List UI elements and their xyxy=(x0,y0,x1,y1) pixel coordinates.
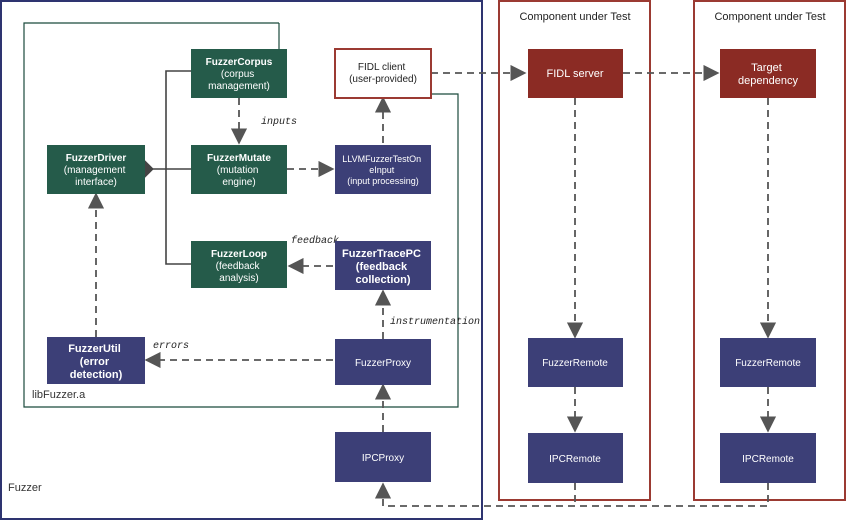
box-fuzzer-corpus: FuzzerCorpus (corpus management) xyxy=(191,49,287,98)
svg-text:FuzzerTracePC (feedback: FuzzerTracePC (feedback collection) xyxy=(342,248,424,286)
box-line: management) xyxy=(208,81,270,92)
box-line: FuzzerMutate xyxy=(207,153,271,164)
box-line: LLVMFuzzerTestOn xyxy=(342,154,421,164)
fuzzer-frame xyxy=(0,0,483,520)
box-line: Target xyxy=(751,62,782,74)
edge-label-errors: errors xyxy=(153,341,189,352)
box-line: (feedback xyxy=(216,261,261,272)
box-ipc-remote-1: IPCRemote xyxy=(528,433,623,483)
box-line: (management xyxy=(64,165,126,176)
svg-text:FuzzerRemote: FuzzerRemote xyxy=(735,358,801,369)
box-ipc-remote-2: IPCRemote xyxy=(720,433,816,483)
box-line: IPCProxy xyxy=(362,453,404,464)
fuzzer-label: Fuzzer xyxy=(8,482,42,494)
box-line: FuzzerUtil xyxy=(68,343,121,355)
svg-text:(corpus management): (corpus management) xyxy=(208,69,270,92)
box-line: (user-provided) xyxy=(349,74,417,85)
cut-panel-1-title: Component under Test xyxy=(519,11,630,23)
box-line: (corpus xyxy=(221,69,254,80)
box-line: FuzzerDriver xyxy=(66,153,127,164)
edge-label-inputs: inputs xyxy=(261,116,297,128)
box-line: interface) xyxy=(75,177,117,188)
svg-text:LLVMFuzzerTestOn eInput: LLVMFuzzerTestOn eInput (input processin… xyxy=(342,154,423,186)
svg-text:IPCProxy: IPCProxy xyxy=(362,453,404,464)
box-line: IPCRemote xyxy=(549,454,601,465)
box-line: engine) xyxy=(222,177,255,188)
box-line: analysis) xyxy=(219,273,258,284)
box-fidl-client: FIDL client (user-provided) xyxy=(334,48,432,99)
svg-text:IPCRemote: IPCRemote xyxy=(549,454,601,465)
box-line: FuzzerLoop xyxy=(211,249,267,260)
edge-label-instrumentation: instrumentation xyxy=(390,316,480,328)
box-line: FuzzerTracePC xyxy=(342,248,421,260)
box-line: (input processing) xyxy=(347,176,419,186)
box-fuzzer-loop: FuzzerLoop (feedback analysis) xyxy=(191,241,287,288)
box-line: IPCRemote xyxy=(742,454,794,465)
box-line: FuzzerRemote xyxy=(735,358,801,369)
box-line: detection) xyxy=(70,369,123,381)
box-line: (feedback xyxy=(356,261,408,273)
svg-text:(feedback analysis): (feedback analysis) xyxy=(216,261,263,284)
box-line: (error xyxy=(80,356,110,368)
box-ipc-proxy: IPCProxy xyxy=(335,432,431,482)
svg-text:FuzzerDriver: FuzzerDriver xyxy=(66,153,127,164)
svg-text:FuzzerMutate: FuzzerMutate xyxy=(207,153,271,164)
cut-panel-2 xyxy=(693,0,846,501)
edge-label-feedback: feedback xyxy=(291,235,339,247)
box-line: FIDL client xyxy=(358,62,406,73)
svg-text:(management interface): (management interface) xyxy=(64,165,128,188)
box-fidl-server: FIDL server xyxy=(528,49,623,98)
svg-text:FuzzerUtil (error: FuzzerUtil (error detection) xyxy=(68,343,124,381)
svg-text:FIDL server: FIDL server xyxy=(546,68,603,80)
box-fuzzer-mutate: FuzzerMutate (mutation engine) xyxy=(191,145,287,194)
box-line: FuzzerCorpus xyxy=(206,57,273,68)
svg-text:FuzzerCorpus: FuzzerCorpus xyxy=(206,57,273,68)
libfuzzer-frame xyxy=(23,22,459,408)
svg-text:(mutation engine): (mutation engine) xyxy=(217,165,261,188)
box-fuzzer-util: FuzzerUtil (error detection) xyxy=(47,337,145,384)
driver-connectors xyxy=(136,70,191,265)
box-target-dependency: Target dependency xyxy=(720,49,816,98)
svg-text:FuzzerProxy: FuzzerProxy xyxy=(355,358,411,369)
svg-text:IPCRemote: IPCRemote xyxy=(742,454,794,465)
box-line: FuzzerProxy xyxy=(355,358,411,369)
box-fuzzer-proxy: FuzzerProxy xyxy=(335,339,431,385)
libfuzzer-label: libFuzzer.a xyxy=(32,389,86,401)
svg-text:FuzzerRemote: FuzzerRemote xyxy=(542,358,608,369)
box-llvm-fuzzer-test-one-input: LLVMFuzzerTestOn eInput (input processin… xyxy=(335,145,431,194)
box-line: collection) xyxy=(355,274,410,286)
box-line: FuzzerRemote xyxy=(542,358,608,369)
cut-panel-2-title: Component under Test xyxy=(714,11,825,23)
svg-text:FIDL client (user-provid: FIDL client (user-provided) xyxy=(349,62,417,85)
dashed-arrows xyxy=(87,64,777,507)
box-fuzzer-trace-pc: FuzzerTracePC (feedback collection) xyxy=(335,241,431,290)
svg-text:FuzzerLoop: FuzzerLoop xyxy=(211,249,267,260)
box-fuzzer-remote-2: FuzzerRemote xyxy=(720,338,816,387)
box-fuzzer-driver: FuzzerDriver (management interface) xyxy=(47,145,145,194)
box-line: eInput xyxy=(369,165,395,175)
svg-text:Target dependency: Target dependency xyxy=(738,62,798,87)
box-fuzzer-remote-1: FuzzerRemote xyxy=(528,338,623,387)
box-line: dependency xyxy=(738,75,798,87)
box-line: (mutation xyxy=(217,165,259,176)
box-line: FIDL server xyxy=(546,68,603,80)
